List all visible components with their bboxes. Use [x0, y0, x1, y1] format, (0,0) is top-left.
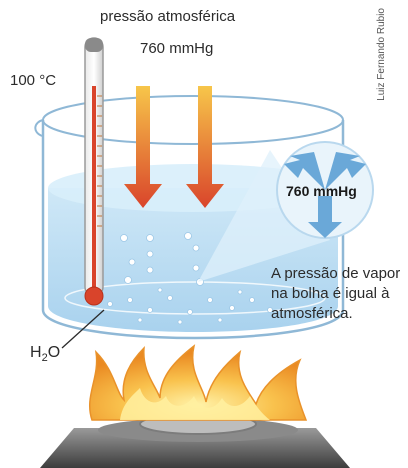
water-subscript: 2	[41, 352, 48, 365]
atmospheric-pressure-label: pressão atmosférica	[100, 8, 236, 25]
water-symbol: H	[30, 344, 42, 361]
pressure-arrows-icon	[276, 141, 374, 239]
downward-arrow-icon	[124, 86, 224, 208]
burner-flame-icon	[88, 344, 308, 421]
water-label: H2O	[30, 344, 60, 364]
temperature-label: 100 °C	[10, 72, 57, 89]
water-suffix: O	[47, 344, 61, 361]
vapor-pressure-explanation: A pressão de vapor na bolha é igual à at…	[271, 265, 401, 322]
atmospheric-pressure-value: 760 mmHg	[140, 40, 214, 57]
zoom-cone	[198, 150, 330, 282]
h2o-pointer-line	[61, 309, 105, 349]
illustrator-credit: Luiz Fernando Rubio	[376, 8, 387, 101]
vapor-bubbles	[107, 232, 273, 325]
thermometer-icon	[84, 37, 104, 306]
bubble-pressure-label: 760 mmHg	[286, 183, 357, 199]
burner-icon	[40, 413, 350, 468]
